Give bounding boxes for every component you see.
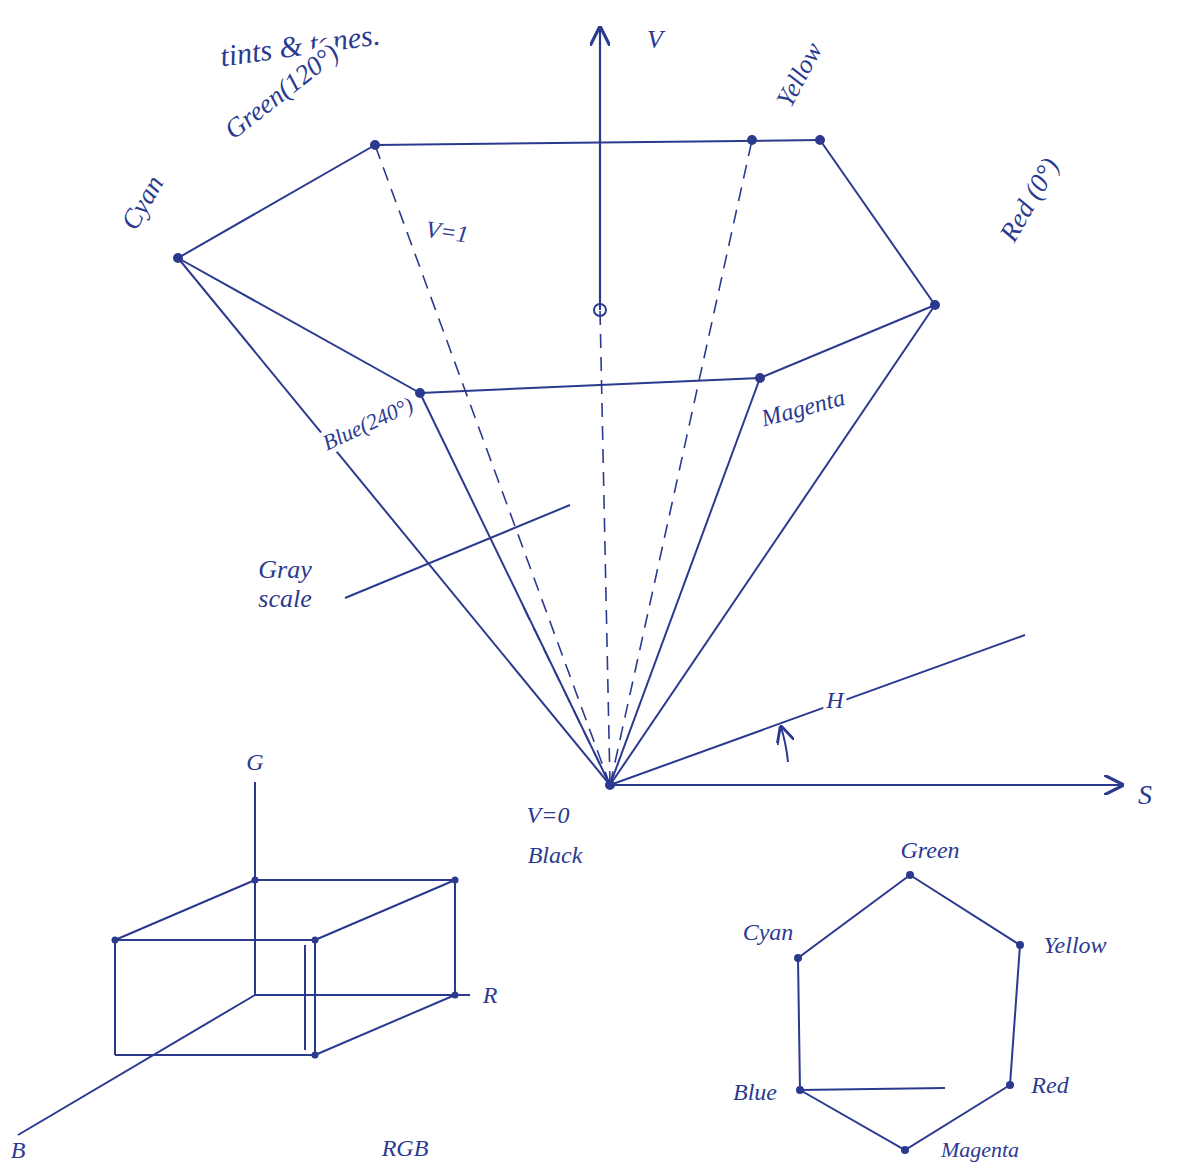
- axis-label: Gray scale: [242, 556, 328, 613]
- rgb-cube: [18, 782, 470, 1135]
- cube-axis: [254, 782, 256, 995]
- hue-hexagon: [794, 871, 1024, 1154]
- gray-axis-dash: [520, 600, 610, 785]
- cone-edge: [420, 378, 760, 393]
- hue-label: Red: [1028, 1072, 1071, 1098]
- hexcone: [174, 28, 1122, 789]
- hue-label: Green: [897, 837, 962, 863]
- hexagon-radius: [800, 1088, 945, 1090]
- vertex-dot: [174, 254, 182, 262]
- cone-edge: [610, 635, 1025, 785]
- vertex-dot: [756, 374, 764, 382]
- cube-corner: [452, 877, 459, 884]
- axis-arrow: [610, 784, 1122, 786]
- gray-axis-dash: [610, 140, 752, 785]
- cone-edge: [178, 258, 420, 393]
- vertex-dot: [606, 781, 614, 789]
- value-label: V=1: [421, 216, 473, 249]
- cube-corner: [112, 937, 119, 944]
- gray-axis-dash: [600, 310, 610, 785]
- hue-angle-arc: [781, 727, 788, 762]
- cube-edge: [315, 880, 455, 940]
- cube-edge: [304, 945, 306, 1050]
- cone-edge: [610, 305, 935, 785]
- hue-label: Red (0°): [993, 151, 1067, 250]
- cube-axis: [255, 994, 470, 996]
- value-label: Black: [525, 842, 586, 868]
- cube-edge: [314, 940, 316, 1055]
- vertex-dot: [416, 389, 424, 397]
- vertex-dot: [931, 301, 939, 309]
- axis-label: B: [8, 1137, 29, 1163]
- gray-axis-dash: [375, 145, 610, 785]
- hue-label: Yellow: [770, 35, 830, 114]
- hue-label: Cyan: [740, 919, 797, 945]
- cube-corner: [312, 1052, 319, 1059]
- cube-edge: [115, 1054, 315, 1056]
- cube-edge: [315, 995, 455, 1055]
- hexagon-vertex: [794, 954, 802, 962]
- axis-label: R: [480, 982, 501, 1008]
- cube-axis: [18, 995, 255, 1135]
- hexagon-vertex: [796, 1086, 804, 1094]
- cone-edge: [178, 258, 610, 785]
- vertex-dot: [594, 304, 606, 316]
- cube-edge: [255, 879, 455, 881]
- hexagon-outline: [798, 875, 1020, 1150]
- axis-label: H: [823, 687, 846, 713]
- cone-edge: [420, 393, 610, 785]
- vertex-dot: [748, 136, 756, 144]
- cube-edge: [115, 939, 315, 941]
- hue-label: Blue: [730, 1079, 780, 1105]
- hexagon-vertex: [901, 1146, 909, 1154]
- value-label: V=0: [524, 802, 573, 828]
- cube-corner: [312, 937, 319, 944]
- cube-corner: [252, 877, 259, 884]
- cube-edge: [454, 880, 456, 995]
- axis-label: S: [1135, 780, 1155, 811]
- hue-label: Cyan: [114, 168, 171, 237]
- vertex-dot: [371, 141, 379, 149]
- cube-edge: [114, 940, 116, 1055]
- vertex-dot: [816, 136, 824, 144]
- hexagon-vertex: [1006, 1081, 1014, 1089]
- hue-label: Magenta: [755, 383, 850, 432]
- hue-label: Blue(240°): [316, 391, 419, 456]
- cone-edge: [178, 145, 375, 258]
- cube-edge: [115, 880, 255, 940]
- axis-label: G: [243, 749, 266, 775]
- cone-edge: [760, 305, 935, 378]
- hue-label: Magenta: [938, 1138, 1022, 1162]
- hexagon-vertex: [1016, 941, 1024, 949]
- hexagon-vertex: [906, 871, 914, 879]
- cone-edge: [820, 140, 935, 305]
- axis-label: V: [644, 26, 666, 55]
- axis-arrow: [599, 28, 601, 310]
- caption-label: RGB: [379, 1135, 432, 1161]
- hue-label: Yellow: [1040, 932, 1109, 958]
- cube-corner: [452, 992, 459, 999]
- cone-edge: [610, 378, 760, 785]
